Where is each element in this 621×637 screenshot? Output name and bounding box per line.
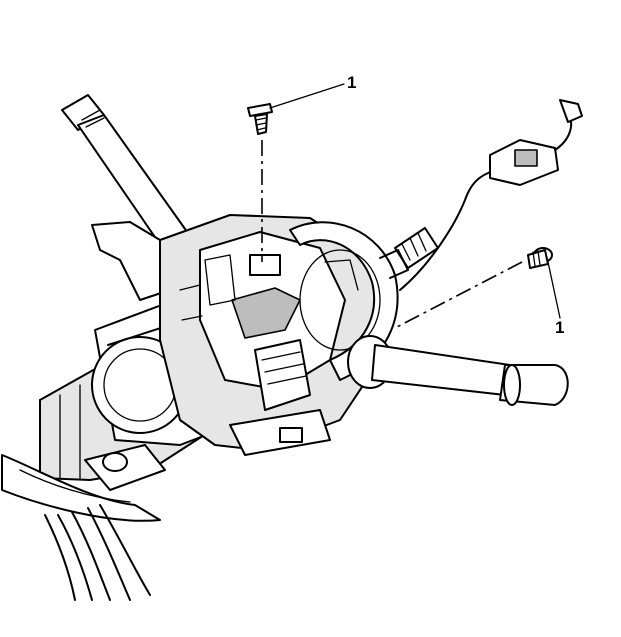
switch-base-clip: [229, 409, 331, 456]
multifunction-switch-body: [159, 214, 386, 451]
harness-bracket: [84, 444, 166, 491]
callout-label-top-screw: 1: [347, 73, 357, 92]
tilt-lever: [91, 221, 171, 301]
upper-stalk: [61, 94, 201, 263]
wiring-harness: [1, 454, 161, 601]
callout-label-right-screw: 1: [555, 318, 565, 337]
top-callout-leader: [269, 83, 345, 109]
right-screw-alignment-line: [394, 261, 523, 329]
turn-signal-stalk: [347, 335, 569, 406]
sensor-connector: [399, 99, 583, 291]
right-callout-leader: [547, 261, 561, 319]
screw-top: [247, 103, 273, 135]
